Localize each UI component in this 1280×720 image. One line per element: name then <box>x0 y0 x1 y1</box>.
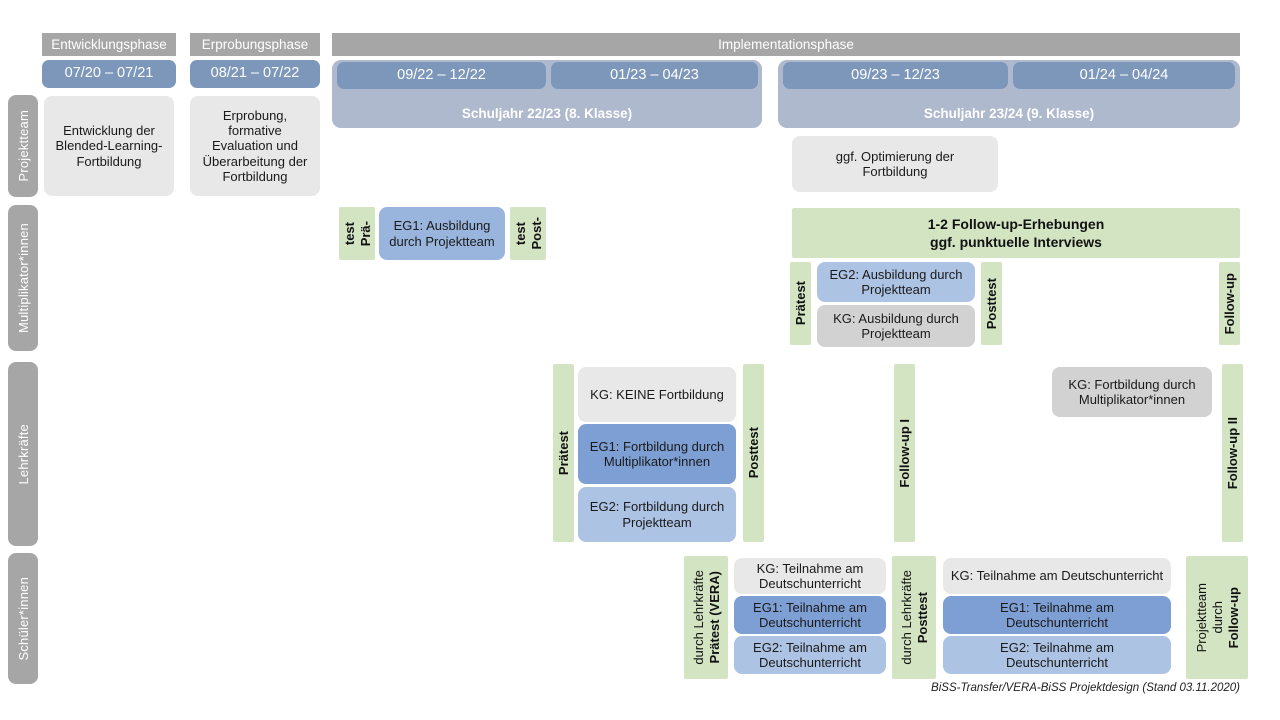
rail-multiplikatorinnen-label: Multiplikator*innen <box>15 222 31 334</box>
schueler-right-eg2-box: EG2: Teilnahme am Deutschunterricht <box>943 636 1171 674</box>
rail-schuelerinnen-label: Schüler*innen <box>15 576 31 661</box>
rail-multiplikatorinnen: Multiplikator*innen <box>8 205 38 351</box>
lehrkraefte-praetest-strip: Prätest <box>553 364 574 542</box>
lehrkraefte-followup-2-strip: Follow-up II <box>1222 364 1243 542</box>
followup-banner-line1: 1-2 Follow-up-Erhebungen <box>927 215 1105 232</box>
rail-schuelerinnen: Schüler*innen <box>8 553 38 684</box>
lehrkraefte-kg-keine-box: KG: KEINE Fortbildung <box>578 367 736 422</box>
multiplikator-praetest2-label: Prätest <box>793 281 808 326</box>
schueler-posttest-strip: Posttest durch Lehrkräfte <box>892 556 936 679</box>
multiplikator-posttest-strip: Post- test <box>510 207 546 260</box>
schueler-right-eg1-box: EG1: Teilnahme am Deutschunterricht <box>943 596 1171 634</box>
multiplikator-posttest-line2: test <box>512 221 528 246</box>
date-chip-01-23-04-23: 01/23 – 04/23 <box>551 62 758 89</box>
date-chip-09-22-12-22: 09/22 – 12/22 <box>337 62 546 89</box>
rail-projektteam-label: Projektteam <box>15 110 31 182</box>
multiplikator-posttest-line1: Post- <box>528 217 544 250</box>
schueler-posttest-bold-label: Posttest <box>914 591 930 644</box>
lehrkraefte-followup-1-label: Follow-up I <box>897 418 912 488</box>
schueler-praetest-strip: Prätest (VERA) durch Lehrkräfte <box>684 556 728 679</box>
multiplikator-eg2-box: EG2: Ausbildung durch Projektteam <box>817 262 975 302</box>
followup-banner-line2: ggf. punktuelle Interviews <box>930 234 1102 250</box>
lehrkraefte-eg1-box: EG1: Fortbildung durch Multiplikator*inn… <box>578 424 736 484</box>
rail-projektteam: Projektteam <box>8 95 38 197</box>
schueler-praetest-bold-label: Prätest (VERA) <box>706 571 722 664</box>
multiplikator-followup-strip: Follow-up <box>1219 262 1240 345</box>
schueler-followup-bold-label: Follow-up <box>1225 586 1241 649</box>
date-chip-01-24-04-24: 01/24 – 04/24 <box>1013 62 1235 89</box>
lehrkraefte-followup-2-label: Follow-up II <box>1225 416 1240 490</box>
multiplikator-posttest2-strip: Posttest <box>981 262 1002 345</box>
lehrkraefte-posttest-strip: Posttest <box>743 364 764 542</box>
rail-lehrkraefte: Lehrkräfte <box>8 362 38 546</box>
phase-header-erprobungsphase: Erprobungsphase <box>190 33 320 56</box>
date-chip-09-23-12-23: 09/23 – 12/23 <box>783 62 1008 89</box>
lehrkraefte-kg-multi-box: KG: Fortbildung durch Multiplikator*inne… <box>1052 367 1212 417</box>
schueler-left-eg2-box: EG2: Teilnahme am Deutschunterricht <box>734 636 886 674</box>
projektteam-erprobung-box: Erprobung, formative Evaluation und Über… <box>190 96 320 196</box>
multiplikator-praetest-line2: test <box>341 221 357 246</box>
multiplikator-followup-banner: 1-2 Follow-up-Erhebungen ggf. punktuelle… <box>792 208 1240 258</box>
date-chip-07-20-07-21: 07/20 – 07/21 <box>42 60 176 88</box>
lehrkraefte-eg2-box: EG2: Fortbildung durch Projektteam <box>578 487 736 542</box>
footer-caption: BiSS-Transfer/VERA-BiSS Projektdesign (S… <box>931 682 1240 694</box>
lehrkraefte-followup-1-strip: Follow-up I <box>894 364 915 542</box>
lehrkraefte-praetest-label: Prätest <box>556 430 571 476</box>
schueler-right-kg-box: KG: Teilnahme am Deutschunterricht <box>943 558 1171 594</box>
multiplikator-praetest2-strip: Prätest <box>790 262 811 345</box>
multiplikator-praetest-line1: Prä- <box>357 220 373 247</box>
schueler-followup-sub-label-2: Projektteam <box>1193 582 1209 653</box>
schueler-posttest-sub-label: durch Lehrkräfte <box>898 570 914 665</box>
projektteam-optimierung-box: ggf. Optimierung der Fortbildung <box>792 136 998 192</box>
phase-header-implementationsphase: Implementationsphase <box>332 33 1240 56</box>
schueler-praetest-sub-label: durch Lehrkräfte <box>690 570 706 665</box>
phase-header-entwicklungsphase: Entwicklungsphase <box>42 33 176 56</box>
lehrkraefte-posttest-label: Posttest <box>746 427 761 479</box>
schuljahr-label-22-23: Schuljahr 22/23 (8. Klasse) <box>461 106 633 121</box>
date-chip-08-21-07-22: 08/21 – 07/22 <box>190 60 320 88</box>
schueler-left-eg1-box: EG1: Teilnahme am Deutschunterricht <box>734 596 886 634</box>
multiplikator-followup-label: Follow-up <box>1222 272 1237 335</box>
multiplikator-praetest-strip: Prä- test <box>339 207 375 260</box>
schueler-left-kg-box: KG: Teilnahme am Deutschunterricht <box>734 558 886 594</box>
schuljahr-label-23-24: Schuljahr 23/24 (9. Klasse) <box>923 106 1095 121</box>
schueler-followup-strip: Follow-up durch Projektteam <box>1186 556 1248 679</box>
projektteam-entwicklung-box: Entwicklung der Blended-Learning-Fortbil… <box>44 96 174 196</box>
multiplikator-posttest2-label: Posttest <box>984 277 999 330</box>
multiplikator-eg1-box: EG1: Ausbildung durch Projektteam <box>379 207 505 260</box>
schueler-followup-sub-label-1: durch <box>1209 601 1225 634</box>
rail-lehrkraefte-label: Lehrkräfte <box>15 423 31 485</box>
multiplikator-kg-box: KG: Ausbildung durch Projektteam <box>817 305 975 347</box>
